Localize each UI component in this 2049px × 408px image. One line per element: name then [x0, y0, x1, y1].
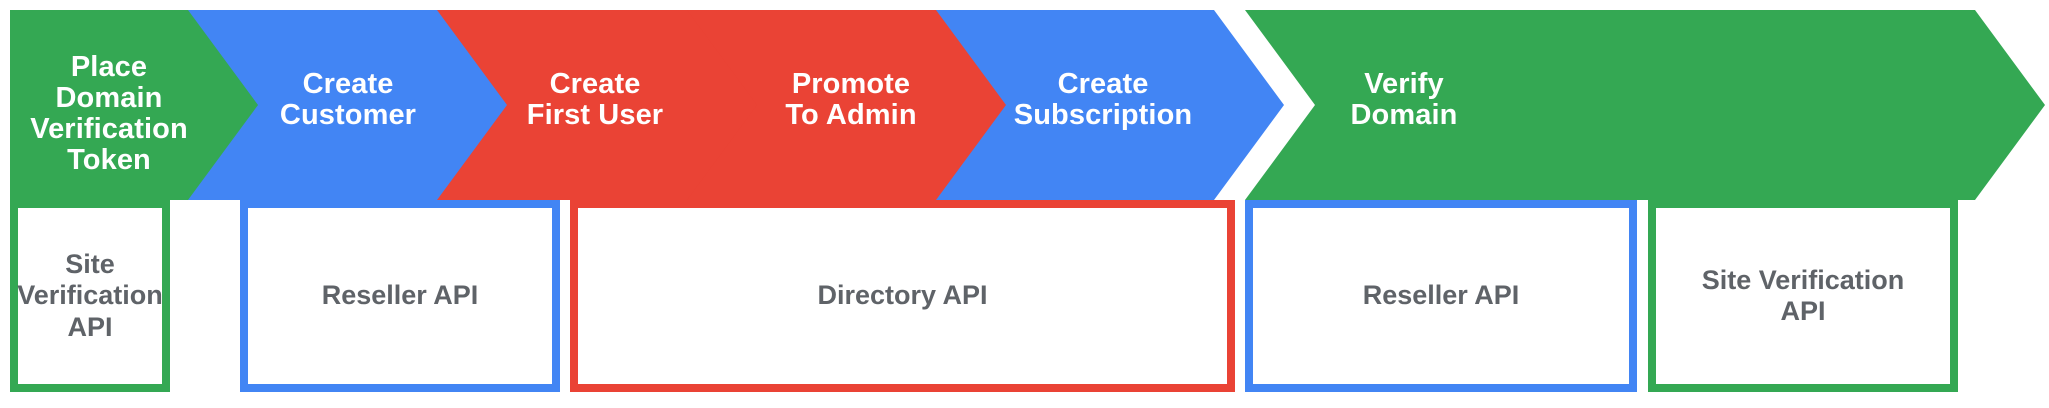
api-box-reseller-api-1[interactable]: Reseller API — [240, 200, 560, 392]
api-box-directory-api[interactable]: Directory API — [570, 200, 1235, 392]
api-box-site-verification-1[interactable]: Site Verification API — [10, 200, 170, 392]
api-box-label: Site Verification API — [17, 249, 163, 342]
chevron-step-6[interactable] — [1245, 10, 2045, 200]
api-box-label: Reseller API — [1362, 280, 1520, 311]
api-box-site-verification-2[interactable]: Site Verification API — [1648, 200, 1958, 392]
chevron-step-4[interactable] — [687, 10, 1035, 200]
chevron-step-1[interactable] — [10, 10, 288, 200]
api-box-label: Site Verification API — [1701, 264, 1905, 326]
api-box-label: Directory API — [817, 280, 988, 311]
api-box-reseller-api-2[interactable]: Reseller API — [1245, 200, 1637, 392]
chevron-step-5[interactable] — [936, 10, 1284, 200]
chevron-step-2[interactable] — [188, 10, 536, 200]
chevron-step-3[interactable] — [437, 10, 785, 200]
api-box-label: Reseller API — [321, 280, 479, 311]
